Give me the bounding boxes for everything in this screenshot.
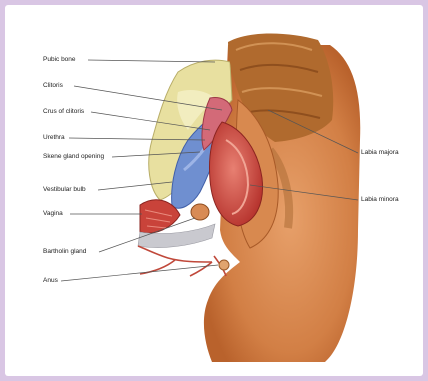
label-clitoris: Clitoris [43,82,63,90]
label-vestibular-bulb: Vestibular bulb [43,186,86,194]
anus-shape [219,260,229,270]
label-labia-minora: Labia minora [361,196,399,204]
label-labia-majora: Labia majora [361,149,399,157]
label-pubic-bone: Pubic bone [43,56,76,64]
bartholin-gland-shape [191,204,209,220]
label-crus-of-clitoris: Crus of clitoris [43,108,84,116]
label-anus: Anus [43,277,58,285]
label-skene-gland-opening: Skene gland opening [43,153,104,161]
label-vagina: Vagina [43,210,63,218]
label-urethra: Urethra [43,134,65,142]
label-bartholin-gland: Bartholin gland [43,248,86,256]
